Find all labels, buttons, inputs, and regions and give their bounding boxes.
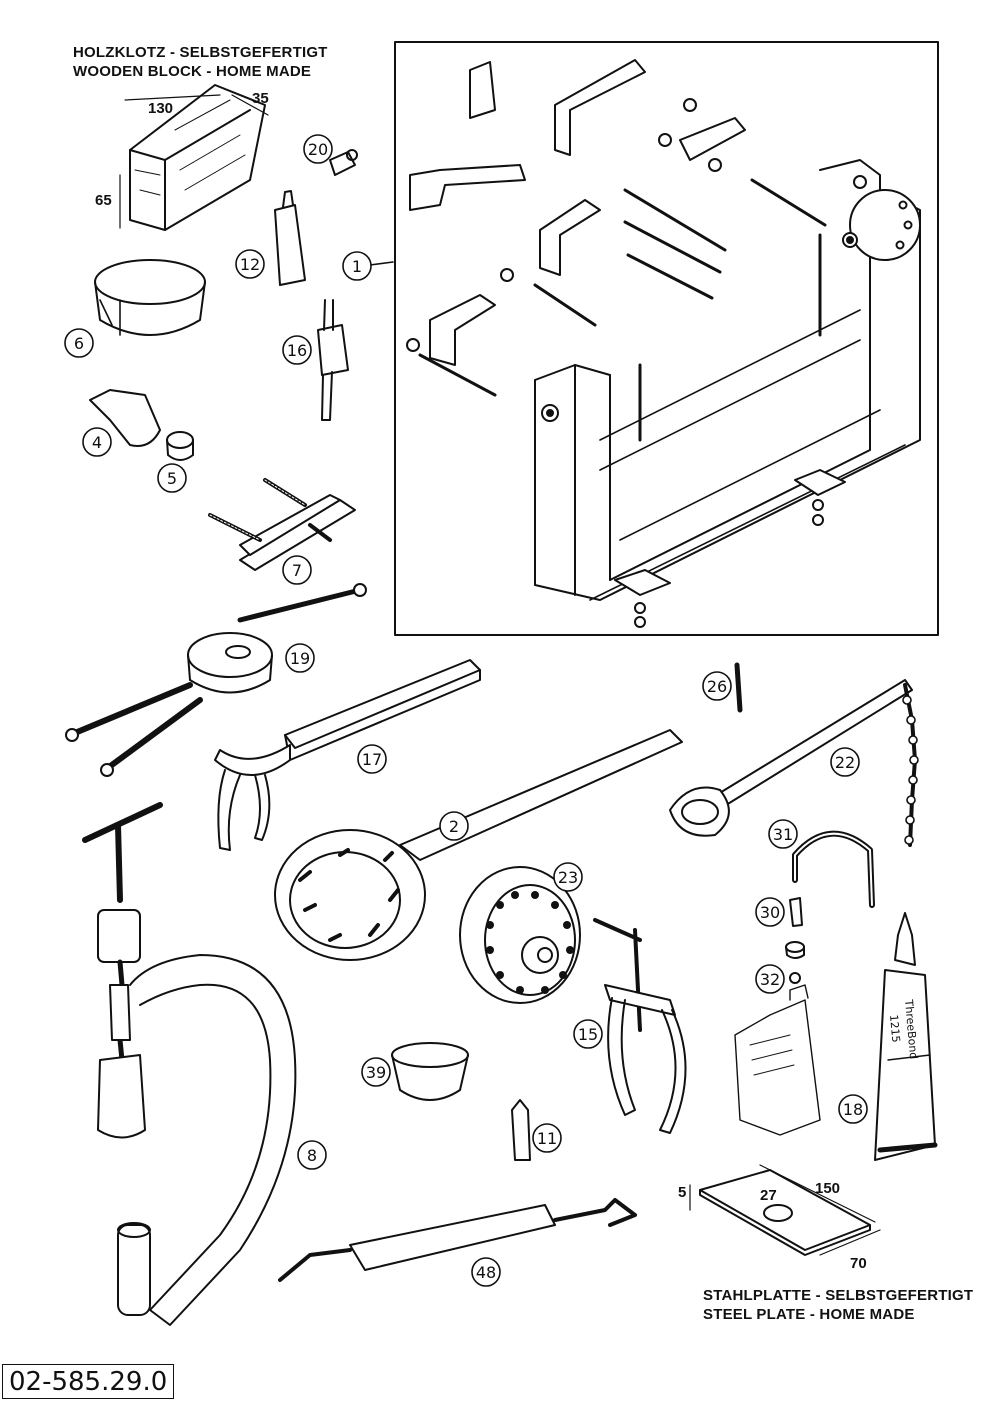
wood-depth-dimension: 35 <box>252 90 269 107</box>
callout-8: 8 <box>307 1146 317 1165</box>
callout-15: 15 <box>578 1025 598 1044</box>
grease-gun-illustration <box>278 1198 637 1282</box>
plate-width-dimension: 70 <box>850 1255 867 1272</box>
tube-code: 1215 <box>887 1014 902 1043</box>
callout-20: 20 <box>308 140 328 159</box>
steel-plate-heading-en: STEEL PLATE - HOME MADE <box>703 1306 915 1323</box>
callout-30: 30 <box>760 903 780 922</box>
puller-illustration <box>208 478 356 571</box>
plate-length-dimension: 150 <box>815 1180 841 1197</box>
chain-wrench-illustration <box>669 662 919 847</box>
callout-18: 18 <box>843 1100 863 1119</box>
callout-31: 31 <box>773 825 793 844</box>
ring-illustration <box>94 259 206 336</box>
callout-1: 1 <box>352 257 362 276</box>
cup-illustration <box>391 1042 531 1161</box>
callout-39: 39 <box>366 1063 386 1082</box>
callout-7: 7 <box>292 561 302 580</box>
bottle-and-tube-illustration <box>734 912 938 1161</box>
callout-48: 48 <box>476 1263 496 1282</box>
rotor-holder-illustration <box>459 866 581 1004</box>
wooden-block-heading-de: HOLZKLOTZ - SELBSTGEFERTIGT <box>73 44 328 61</box>
callout-numbers: 1 2 4 5 6 7 8 11 12 15 16 17 18 19 20 22… <box>74 140 863 1282</box>
plate-hole-dimension: 27 <box>760 1187 777 1204</box>
wooden-block-heading-en: WOODEN BLOCK - HOME MADE <box>73 63 312 80</box>
engine-stand-illustration <box>369 41 939 636</box>
wrench-illustration <box>214 659 481 851</box>
steel-plate-illustration <box>689 1164 881 1256</box>
plate-thickness-dimension: 5 <box>678 1184 687 1201</box>
callout-23: 23 <box>558 868 578 887</box>
callout-32: 32 <box>760 970 780 989</box>
callout-26: 26 <box>707 677 727 696</box>
steel-plate-heading-de: STAHLPLATTE - SELBSTGEFERTIGT <box>703 1287 974 1304</box>
holding-tool-illustration <box>65 583 367 777</box>
callout-19: 19 <box>290 649 310 668</box>
callout-4: 4 <box>92 433 102 452</box>
wood-length-dimension: 130 <box>148 100 174 117</box>
callout-5: 5 <box>167 469 177 488</box>
callout-16: 16 <box>287 341 307 360</box>
callout-17: 17 <box>362 750 382 769</box>
tube-label: ThreeBond 1215 <box>887 998 920 1060</box>
callout-12: 12 <box>240 255 260 274</box>
clutch-holder-illustration <box>274 729 683 961</box>
callout-6: 6 <box>74 334 84 353</box>
document-number: 02-585.29.0 <box>2 1364 175 1399</box>
small-tools-illustration <box>89 149 358 461</box>
callout-22: 22 <box>835 753 855 772</box>
tube-brand: ThreeBond <box>902 998 920 1060</box>
valve-spring-compressor-illustration <box>82 802 297 1326</box>
callout-2: 2 <box>449 817 459 836</box>
wooden-block-illustration <box>119 84 269 231</box>
callout-circles <box>64 134 868 1287</box>
small-parts-illustration <box>785 830 875 984</box>
wood-height-dimension: 65 <box>95 192 112 209</box>
two-jaw-puller-illustration <box>593 918 687 1134</box>
callout-11: 11 <box>537 1129 557 1148</box>
